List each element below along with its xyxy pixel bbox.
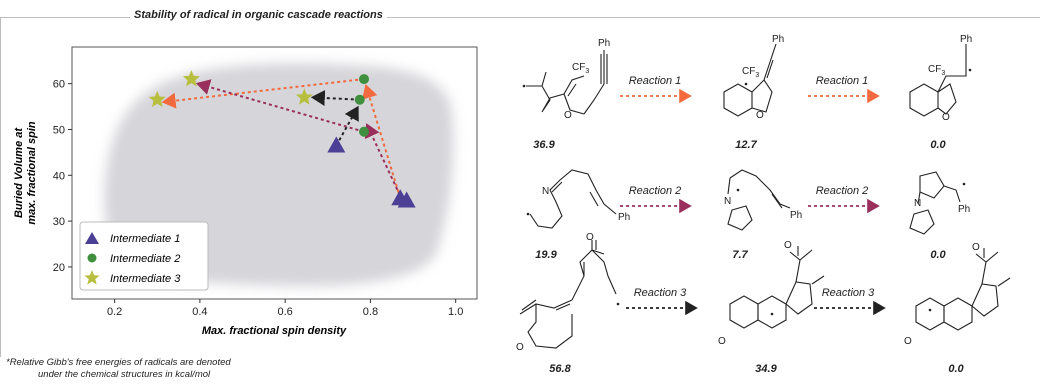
mol-1a-ph: Ph	[598, 38, 610, 49]
y-axis-label: Buried Volume at max. fractional spin	[13, 121, 38, 225]
molecule-2a: N Ph	[526, 169, 630, 229]
y-tick-label: 60	[53, 79, 65, 91]
mol-1b-cf3: CF3	[742, 66, 759, 79]
y-axis-ticks: 20 30 40 50 60	[53, 79, 72, 274]
mol-1c-cf3: CF3	[928, 64, 945, 77]
figure-title: Stability of radical in organic cascade …	[130, 9, 387, 21]
data-points	[148, 70, 416, 208]
svg-text:Buried Volume at: Buried Volume at	[13, 127, 25, 218]
mol-3c-o2: O	[904, 336, 912, 347]
mol-2b-n: N	[724, 196, 731, 207]
energy-2b: 7.7	[732, 249, 748, 261]
svg-text:max. fractional spin: max. fractional spin	[26, 121, 38, 225]
legend-marker-intermediate-1	[85, 232, 99, 244]
frame-left	[0, 17, 1, 357]
scatter-chart: 0.2 0.4 0.6 0.8 1.0 20 30 40 50 60 Max. fraction…	[13, 46, 478, 337]
label-reaction-3b: Reaction 3	[822, 287, 875, 299]
point-intermediate-2	[359, 126, 370, 137]
x-tick-label: 0.2	[107, 306, 122, 318]
legend-marker-intermediate-3	[84, 270, 100, 285]
energy-3a: 56.8	[549, 363, 571, 375]
point-intermediate-3	[295, 88, 313, 105]
label-reaction-3a: Reaction 3	[634, 287, 687, 299]
x-axis-ticks: 0.2 0.4 0.6 0.8 1.0	[107, 299, 463, 318]
molecule-1c: CF3 O Ph	[909, 34, 972, 123]
label-reaction-1a: Reaction 1	[629, 75, 682, 87]
energy-2c: 0.0	[930, 249, 946, 261]
legend-label-intermediate-2: Intermediate 2	[110, 253, 180, 265]
molecule-3a: O O	[516, 232, 620, 353]
mol-1a-o: O	[564, 110, 572, 121]
x-tick-label: 0.6	[278, 306, 293, 318]
reaction-schemes: CF3 O Ph 36.9 Reaction 1 CF3 O Ph 12.7 R…	[516, 34, 1011, 375]
energy-3b: 34.9	[755, 363, 777, 375]
x-tick-label: 0.4	[192, 306, 207, 318]
transition-arrow	[161, 78, 365, 109]
point-intermediate-3	[182, 70, 200, 87]
point-intermediate-1	[397, 191, 416, 208]
transition-arrows	[161, 78, 404, 201]
point-intermediate-2	[354, 94, 365, 105]
energy-2a: 19.9	[535, 249, 557, 261]
energy-1a: 36.9	[533, 139, 555, 151]
molecule-2c: N Ph	[909, 171, 970, 235]
y-tick-label: 40	[53, 170, 65, 182]
molecule-3c: O O	[904, 242, 1011, 347]
molecule-1b: CF3 O Ph	[723, 34, 784, 121]
label-reaction-2a: Reaction 2	[629, 185, 682, 197]
transition-arrow	[361, 84, 402, 199]
mol-3b-o1: O	[784, 240, 792, 251]
transition-arrow	[364, 123, 404, 201]
mol-2a-n: N	[542, 186, 549, 197]
mol-1a-cf3: CF3	[572, 62, 589, 75]
x-axis-label: Max. fractional spin density	[202, 325, 347, 337]
legend-box	[79, 221, 209, 291]
frame-top-right	[380, 17, 1040, 18]
footnote-line-1: *Relative Gibb's free energies of radica…	[6, 357, 231, 368]
label-reaction-1b: Reaction 1	[816, 75, 869, 87]
x-tick-label: 0.8	[363, 306, 378, 318]
mol-1b-ph: Ph	[772, 34, 784, 45]
frame-top-left	[0, 17, 130, 18]
legend-marker-intermediate-2	[87, 253, 97, 263]
label-reaction-2b: Reaction 2	[816, 185, 869, 197]
mol-3c-o1: O	[972, 242, 980, 253]
transition-arrow	[195, 79, 365, 133]
point-intermediate-1	[327, 136, 346, 153]
legend: Intermediate 1 Intermediate 2 Intermedia…	[79, 221, 209, 291]
mol-1c-ph: Ph	[960, 34, 972, 45]
legend-label-intermediate-1: Intermediate 1	[110, 233, 180, 245]
point-intermediate-3	[148, 90, 166, 107]
energy-3c: 0.0	[948, 363, 964, 375]
mol-2c-n: N	[914, 198, 921, 209]
energy-1c: 0.0	[930, 139, 946, 151]
x-tick-label: 1.0	[448, 306, 463, 318]
legend-star-shape	[84, 270, 100, 285]
mol-3a-o1: O	[586, 232, 594, 243]
molecule-2b: N Ph	[724, 169, 802, 231]
y-tick-label: 50	[53, 124, 65, 136]
footnote: *Relative Gibb's free energies of radica…	[6, 357, 231, 381]
energy-1b: 12.7	[735, 139, 757, 151]
mol-2a-ph: Ph	[618, 212, 630, 223]
mol-2c-ph: Ph	[958, 204, 970, 215]
legend-label-intermediate-3: Intermediate 3	[110, 273, 181, 285]
mol-1c-o: O	[942, 112, 950, 123]
transition-arrow	[335, 105, 359, 146]
molecule-1a: CF3 O Ph	[522, 38, 610, 121]
mol-3b-o2: O	[718, 336, 726, 347]
mol-2b-ph: Ph	[790, 210, 802, 221]
y-tick-label: 20	[53, 262, 65, 274]
footnote-line-2: under the chemical structures in kcal/mo…	[38, 369, 211, 380]
transition-arrow	[310, 89, 360, 106]
mol-1b-o: O	[756, 110, 764, 121]
y-tick-label: 30	[53, 216, 65, 228]
mol-3a-o2: O	[516, 342, 524, 353]
molecule-3b: O O	[718, 240, 825, 347]
point-intermediate-2	[359, 74, 370, 85]
